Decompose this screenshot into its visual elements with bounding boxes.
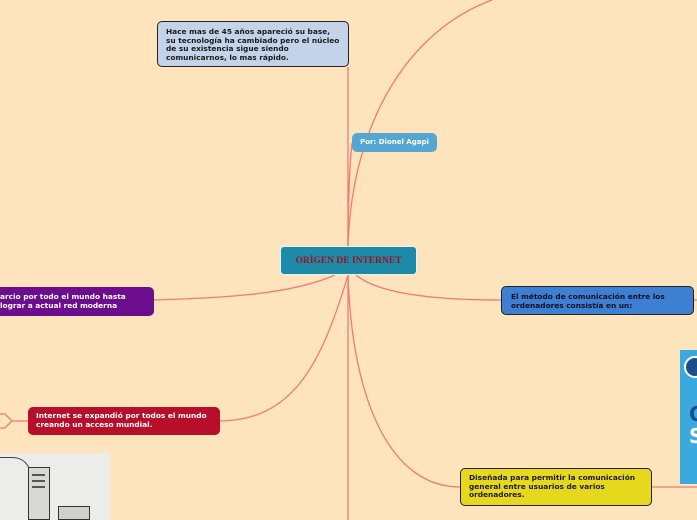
logo-lettering: O S [689, 403, 697, 448]
globe-logo-image[interactable]: O S [680, 350, 697, 484]
node-design-purpose[interactable]: Diseñada para permitir la comunicación g… [460, 468, 652, 506]
computer-illustration[interactable] [0, 453, 110, 520]
keyboard-icon [58, 506, 90, 520]
node-expansion-purple[interactable]: arcio por todo el mundo hasta lograr a a… [0, 287, 154, 316]
link-red-stub [0, 413, 28, 429]
link-center-red [219, 274, 349, 422]
node-central-topic[interactable]: ORÍGEN DE INTERNET [280, 246, 417, 275]
node-author[interactable]: Por: Dionel Agapi [352, 133, 437, 152]
link-center-yellow [347, 274, 461, 488]
node-communication-method[interactable]: El método de comunicación entre los orde… [501, 286, 694, 315]
computer-tower-icon [28, 467, 50, 520]
link-center-offscreen [347, 0, 493, 247]
globe-icon [684, 356, 697, 378]
node-worldwide-access[interactable]: Internet se expandió por todos el mundo … [28, 407, 220, 435]
link-center-blue [355, 274, 502, 301]
cable-shape [0, 457, 31, 488]
node-history-note[interactable]: Hace mas de 45 años apareció su base, su… [157, 21, 349, 67]
link-center-purple [153, 274, 336, 301]
